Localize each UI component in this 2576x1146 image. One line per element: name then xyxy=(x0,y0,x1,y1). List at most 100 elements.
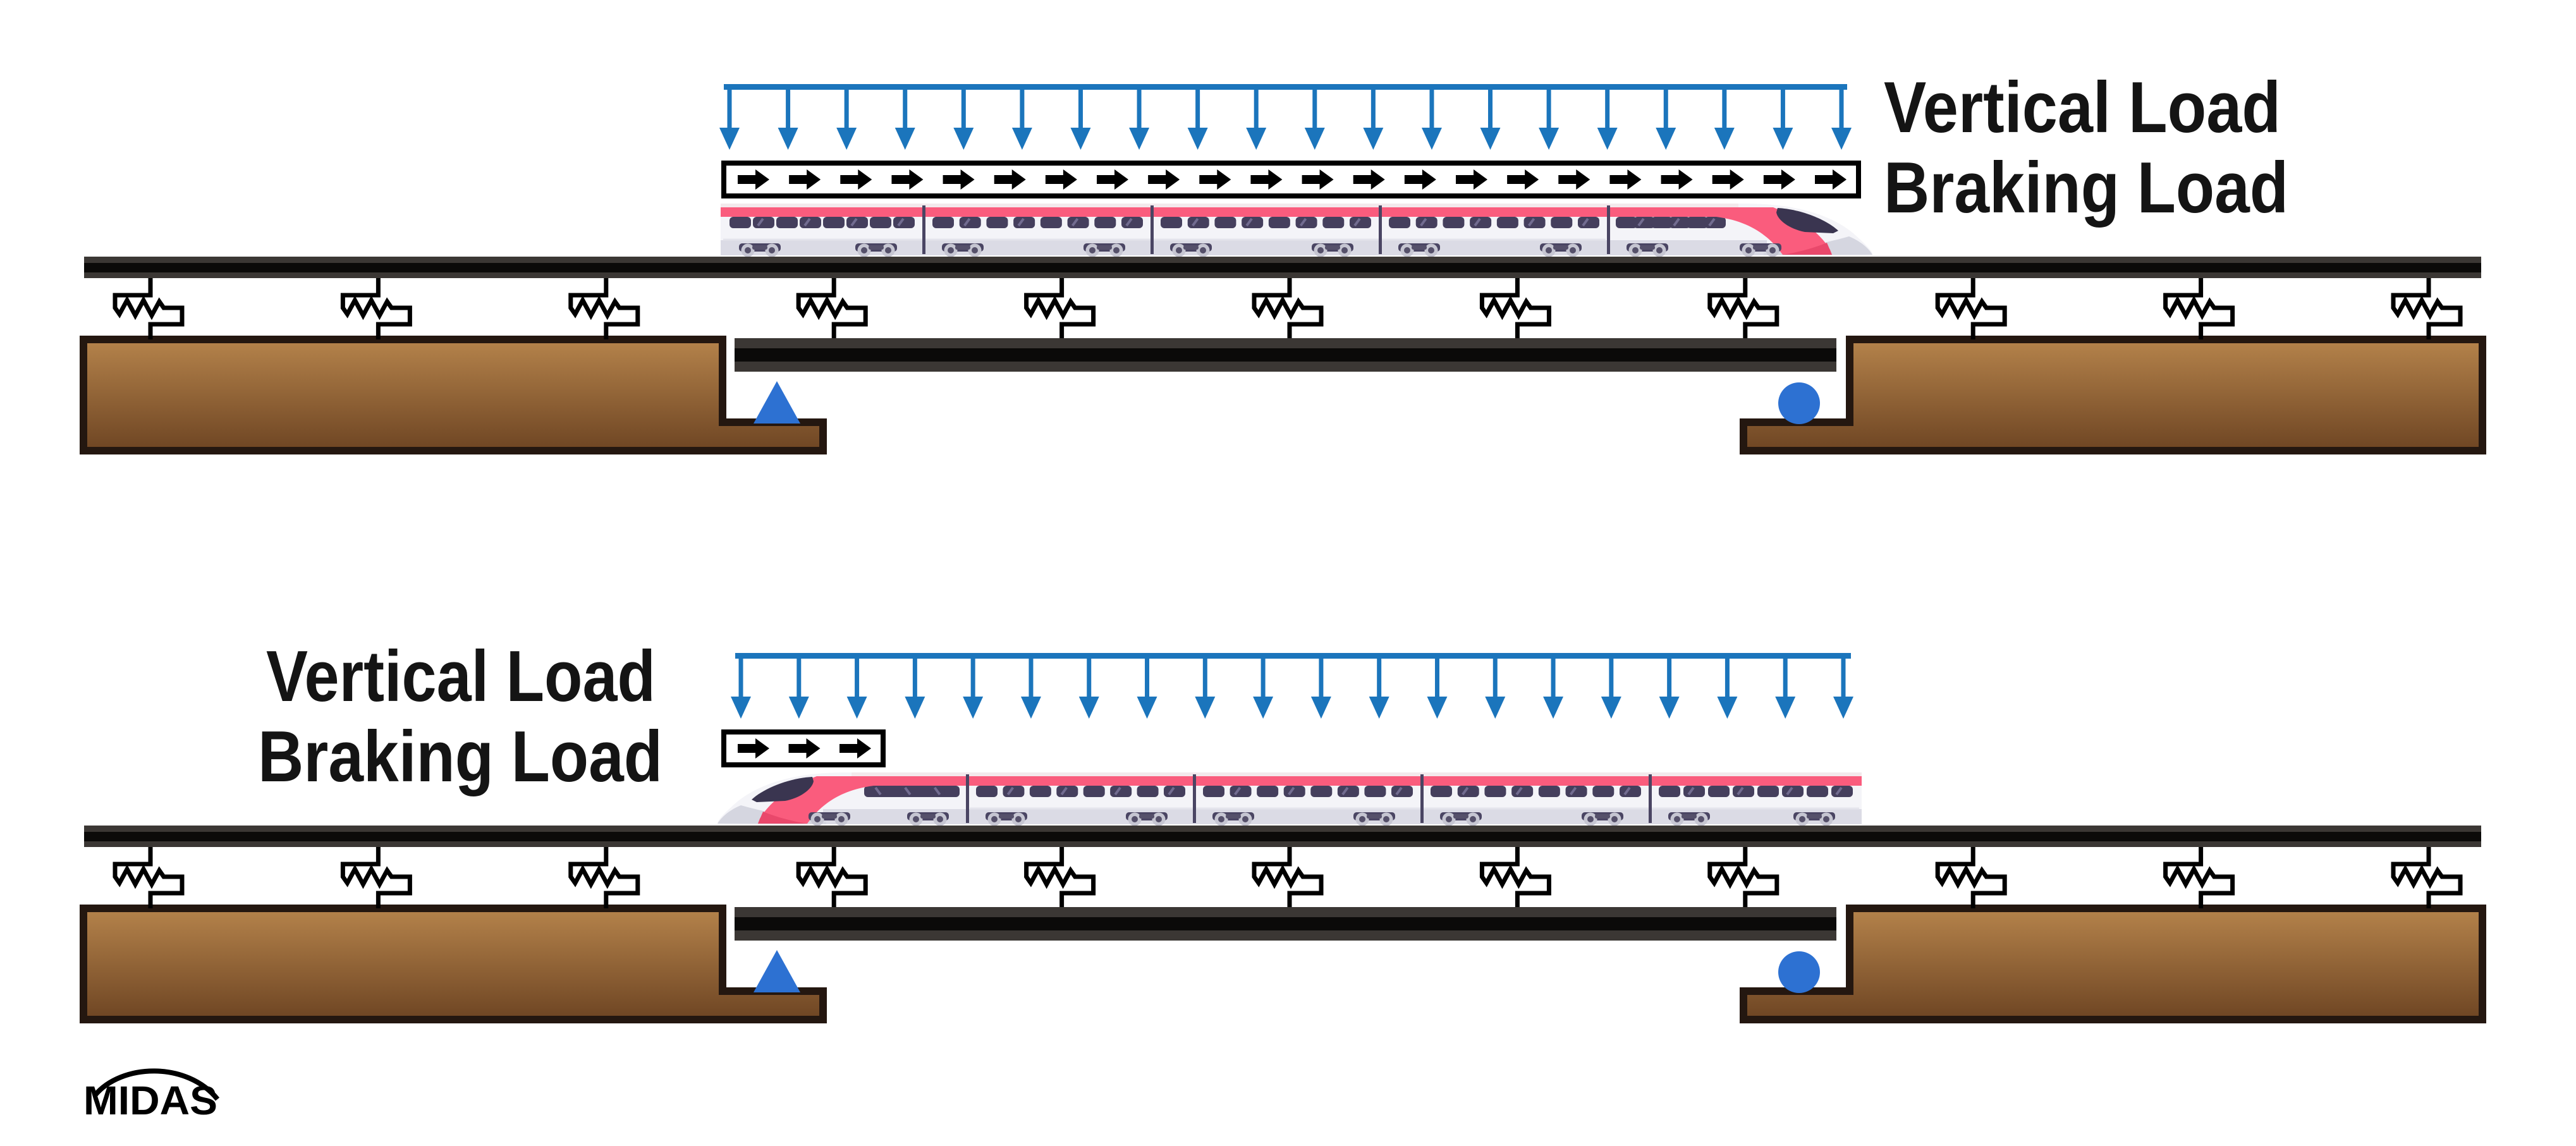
right-arrow-icon xyxy=(1302,169,1334,190)
train-window xyxy=(1523,217,1546,228)
car-separator xyxy=(1649,774,1652,823)
rail-stripe xyxy=(84,263,2481,272)
roller-support-icon xyxy=(1778,951,1820,993)
down-arrow-icon xyxy=(1246,128,1267,150)
down-arrow-icon xyxy=(1261,658,1266,698)
down-arrow-icon xyxy=(1722,89,1727,129)
down-arrow-icon xyxy=(727,89,732,129)
train-bogie xyxy=(1627,243,1668,257)
train-window xyxy=(1807,786,1828,797)
spring-icon xyxy=(796,847,868,907)
down-arrow-icon xyxy=(1551,658,1556,698)
vertical-load-label: Vertical Load xyxy=(266,637,656,717)
bridge-deck-stripe xyxy=(735,338,1836,348)
down-arrow-icon xyxy=(903,89,908,129)
train-window xyxy=(893,217,915,228)
right-arrow-icon xyxy=(1456,169,1487,190)
down-arrow-icon xyxy=(1129,128,1150,150)
bridge-deck xyxy=(735,907,1836,941)
down-arrow-icon xyxy=(731,697,751,719)
right-arrow-icon xyxy=(738,738,769,759)
down-arrow-icon xyxy=(719,128,740,150)
pin-support-icon xyxy=(754,381,800,424)
right-arrow-icon xyxy=(1404,169,1436,190)
down-arrow-icon xyxy=(1020,697,1041,719)
down-arrow-icon xyxy=(1253,697,1274,719)
down-arrow-icon xyxy=(738,658,743,698)
right-arrow-icon xyxy=(788,738,821,759)
train-window xyxy=(1214,217,1236,228)
bridge-deck-stripe xyxy=(735,930,1836,941)
down-arrow-icon xyxy=(1011,128,1032,150)
train-window xyxy=(1283,786,1305,797)
train-window xyxy=(1708,786,1730,797)
down-arrow-icon xyxy=(1775,697,1796,719)
down-arrow-icon xyxy=(1310,697,1331,719)
train-window xyxy=(776,217,798,228)
rail xyxy=(84,257,2481,278)
down-arrow-icon xyxy=(1724,658,1730,698)
right-arrow-icon xyxy=(943,169,975,190)
train-window xyxy=(1268,217,1290,228)
bridge-deck-stripe xyxy=(735,362,1836,372)
right-arrow-icon xyxy=(789,169,821,190)
down-arrow-icon xyxy=(1195,697,1216,719)
right-arrow-icon xyxy=(1815,169,1847,190)
right-arrow-icon xyxy=(738,169,769,190)
train-window xyxy=(1203,786,1224,797)
train-window xyxy=(1415,217,1438,228)
train-bogie xyxy=(809,812,850,826)
down-arrow-icon xyxy=(1137,89,1142,129)
train-window xyxy=(976,786,998,797)
braking-load-label: Braking Load xyxy=(258,717,662,797)
right-arrow-icon xyxy=(1097,169,1128,190)
train-bogie xyxy=(907,812,949,826)
rail-stripe xyxy=(84,272,2481,278)
train-window xyxy=(959,217,981,228)
train-window xyxy=(1431,786,1452,797)
spring-icon xyxy=(1252,847,1324,907)
train-window xyxy=(823,217,845,228)
midas-logo: MIDAS xyxy=(83,1068,220,1123)
down-arrow-icon xyxy=(1780,89,1785,129)
train-window xyxy=(1364,786,1386,797)
down-arrow-icon xyxy=(1029,658,1034,698)
down-arrow-icon xyxy=(1841,658,1846,698)
down-arrow-icon xyxy=(1070,128,1091,150)
train-window xyxy=(1337,786,1359,797)
train-window xyxy=(1565,786,1587,797)
down-arrow-icon xyxy=(1609,658,1614,698)
down-arrow-icon xyxy=(905,697,925,719)
down-arrow-icon xyxy=(1539,128,1560,150)
train-window xyxy=(1592,786,1615,797)
down-arrow-icon xyxy=(1480,128,1501,150)
train-window xyxy=(1310,786,1333,797)
down-arrow-icon xyxy=(846,697,867,719)
down-arrow-icon xyxy=(1377,658,1382,698)
train-window xyxy=(1110,786,1132,797)
train-window xyxy=(986,217,1008,228)
car-separator xyxy=(966,774,969,823)
train-window xyxy=(1230,786,1252,797)
train-window xyxy=(1067,217,1089,228)
train-bogie xyxy=(1582,812,1623,826)
rail xyxy=(84,826,2481,847)
train-window xyxy=(1704,217,1726,228)
train-window xyxy=(729,217,751,228)
train-window xyxy=(1003,786,1025,797)
down-arrow-icon xyxy=(1020,89,1025,129)
down-arrow-icon xyxy=(1187,128,1208,150)
down-arrow-icon xyxy=(1543,697,1564,719)
train-window xyxy=(1538,786,1560,797)
train-bogie xyxy=(1170,243,1212,257)
train-windshield-icon xyxy=(1776,208,1838,233)
spring-icon xyxy=(2391,847,2463,908)
down-arrow-icon xyxy=(1363,128,1384,150)
rail-stripe xyxy=(84,832,2481,841)
car-separator xyxy=(1420,774,1424,823)
train-window xyxy=(1470,217,1492,228)
down-arrow-icon xyxy=(1254,89,1259,129)
right-arrow-icon xyxy=(891,169,924,190)
